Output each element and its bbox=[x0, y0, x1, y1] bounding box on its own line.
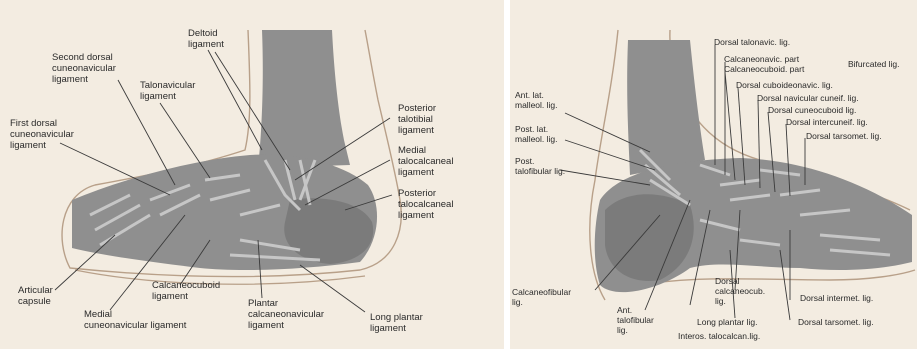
label-deltoid-ligament: Deltoid ligament bbox=[188, 28, 224, 50]
label-articular-capsule: Articular capsule bbox=[18, 285, 53, 307]
label-ant-lat-malleol: Ant. lat. malleol. lig. bbox=[515, 90, 558, 110]
label-dorsal-intercuneif: Dorsal intercuneif. lig. bbox=[786, 117, 868, 127]
label-medial-talocalcaneal: Medial talocalcaneal ligament bbox=[398, 145, 453, 178]
label-first-dorsal-cuneonavicular: First dorsal cuneonavicular ligament bbox=[10, 118, 74, 151]
tibia-shape bbox=[258, 30, 350, 168]
label-dorsal-tarsomet-top: Dorsal tarsomet. lig. bbox=[806, 131, 882, 141]
label-calcaneocuboid-ligament: Calcaneocuboid ligament bbox=[152, 280, 220, 302]
label-bifurcated-lig: Bifurcated lig. bbox=[848, 59, 900, 69]
label-second-dorsal-cuneonavicular: Second dorsal cuneonavicular ligament bbox=[52, 52, 116, 85]
label-long-plantar-lig: Long plantar lig. bbox=[697, 317, 758, 327]
panel-divider bbox=[504, 0, 510, 349]
label-dorsal-talonavic: Dorsal talonavic. lig. bbox=[714, 37, 790, 47]
label-plantar-calcaneonavicular: Plantar calcaneonavicular ligament bbox=[248, 298, 324, 331]
label-posterior-talotibial: Posterior talotibial ligament bbox=[398, 103, 436, 136]
label-dorsal-calcaneocub: Dorsal calcaneocub. lig. bbox=[715, 276, 765, 306]
label-dorsal-cuneocuboid: Dorsal cuneocuboid lig. bbox=[768, 105, 856, 115]
label-calcaneonavic-part: Calcaneonavic. part bbox=[724, 54, 799, 64]
label-interos-talocalcan: Interos. talocalcan.lig. bbox=[678, 331, 760, 341]
label-posterior-talocalcaneal: Posterior talocalcaneal ligament bbox=[398, 188, 453, 221]
label-calcaneocuboid-part: Calcaneocuboid. part bbox=[724, 64, 804, 74]
fibula-tibia-shape bbox=[627, 40, 705, 175]
label-post-lat-malleol: Post. lat. malleol. lig. bbox=[515, 124, 558, 144]
label-long-plantar-ligament-medial: Long plantar ligament bbox=[370, 312, 423, 334]
label-talonavicular-ligament: Talonavicular ligament bbox=[140, 80, 195, 102]
label-dorsal-intermet: Dorsal intermet. lig. bbox=[800, 293, 873, 303]
label-post-talofibular: Post. talofibular lig. bbox=[515, 156, 565, 176]
label-ant-talofibular: Ant. talofibular lig. bbox=[617, 305, 654, 335]
label-medial-cuneonavicular: Medial cuneonavicular ligament bbox=[84, 309, 186, 331]
label-dorsal-tarsomet-bottom: Dorsal tarsomet. lig. bbox=[798, 317, 874, 327]
label-dorsal-cuboideonavic: Dorsal cuboideonavic. lig. bbox=[736, 80, 833, 90]
label-calcaneofibular: Calcaneofibular lig. bbox=[512, 287, 571, 307]
label-dorsal-navicular-cuneif: Dorsal navicular cuneif. lig. bbox=[757, 93, 859, 103]
